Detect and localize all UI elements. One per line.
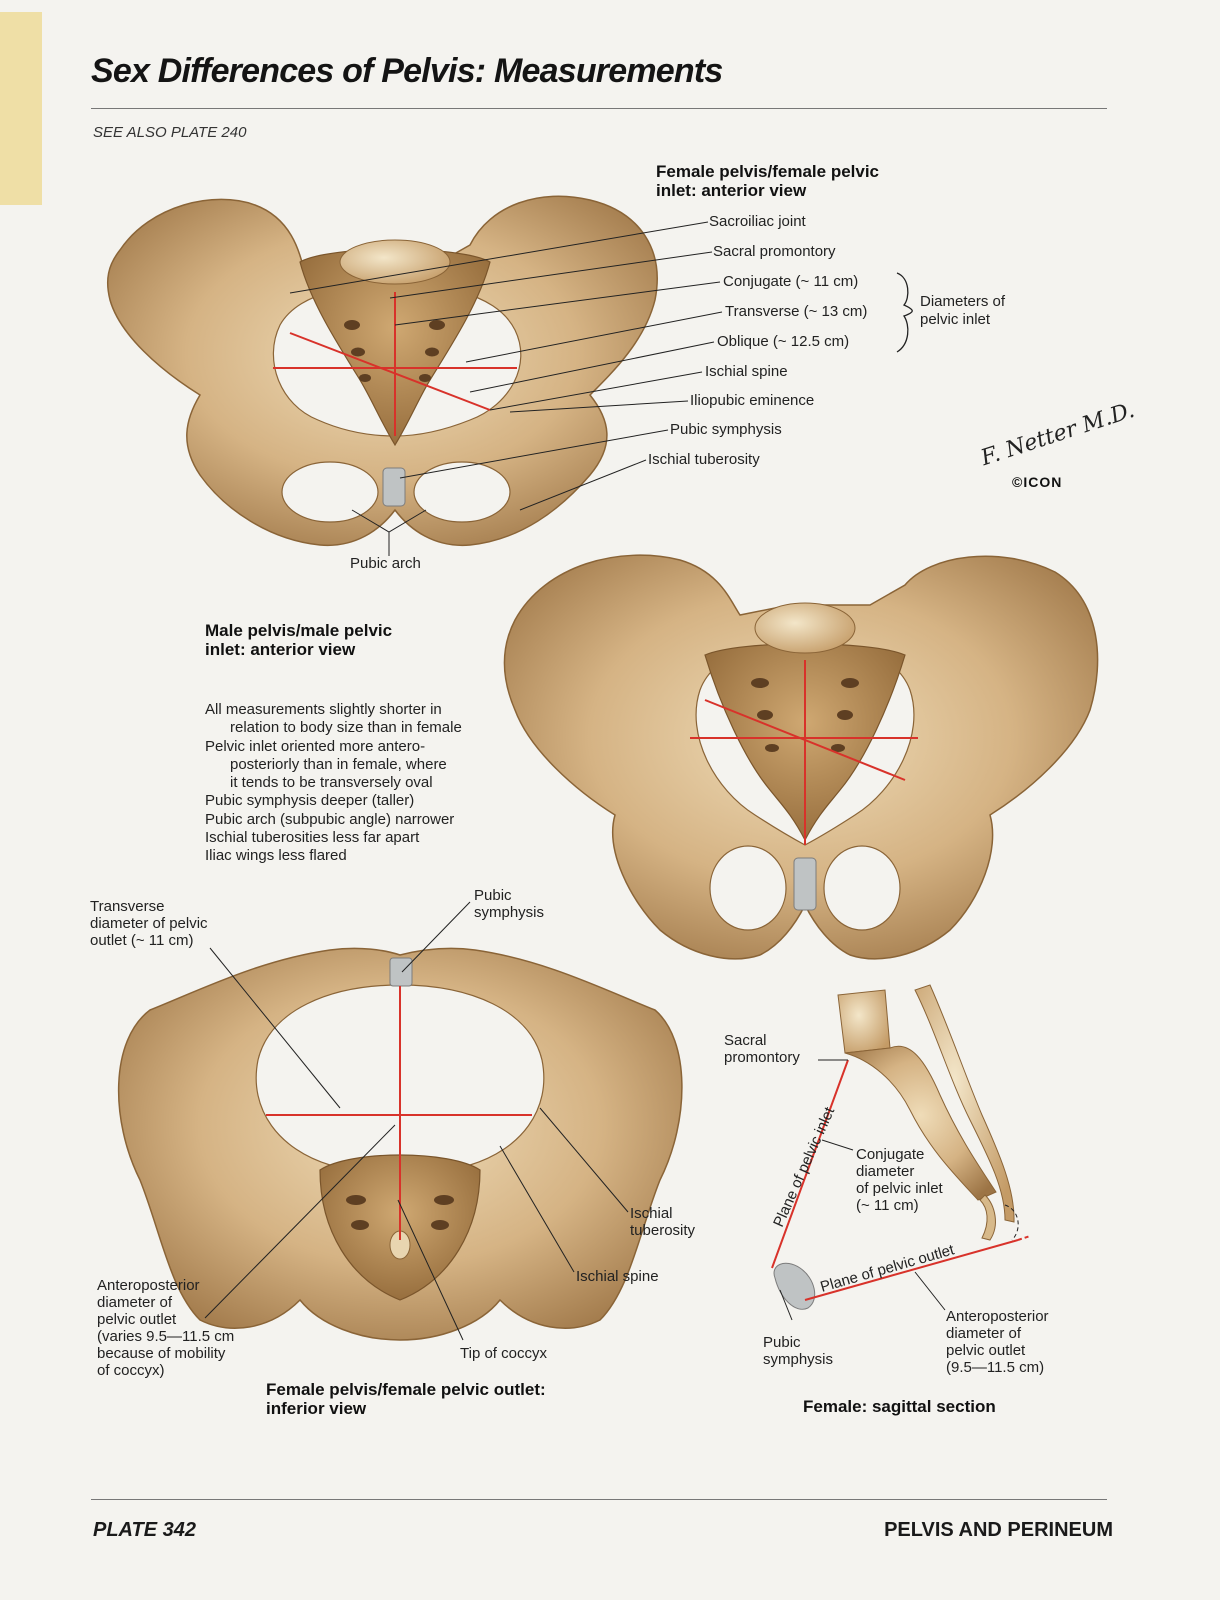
sagittal-section — [771, 984, 1031, 1310]
note-line: Pubic arch (subpubic angle) narrower — [205, 810, 455, 828]
label-conjugate: Conjugate (~ 11 cm) — [723, 273, 859, 290]
female-outlet-leader-lines — [204, 901, 629, 1341]
label-outlet-ischial-tuberosity: Ischial tuberosity — [630, 1205, 696, 1239]
plane-of-inlet-label: Plane of pelvic inlet — [770, 1104, 838, 1230]
label-outlet-ischial-spine: Ischial spine — [576, 1268, 659, 1285]
label-pubic-arch: Pubic arch — [350, 555, 421, 572]
chapter-tab — [0, 12, 42, 205]
label-iliopubic-eminence: Iliopubic eminence — [690, 392, 815, 409]
label-oblique: Oblique (~ 12.5 cm) — [717, 333, 850, 350]
female-outlet-caption: Female pelvis/female pelvic outlet: infe… — [266, 1380, 546, 1418]
female-inlet-leader-lines — [289, 221, 723, 556]
diameter-bracket — [896, 272, 913, 353]
note-line: relation to body size than in female — [230, 719, 462, 737]
label-ischial-tuberosity: Ischial tuberosity — [648, 451, 760, 468]
male-inlet-caption: Male pelvis/male pelvic inlet: anterior … — [205, 621, 393, 659]
label-sacral-promontory: Sacral promontory — [713, 243, 836, 260]
plate-number: PLATE 342 — [93, 1519, 196, 1541]
note-line: it tends to be transversely oval — [230, 774, 433, 792]
label-sagittal-conjugate: Conjugate diameter of pelvic inlet (~ 11… — [856, 1146, 943, 1214]
note-line: Pubic symphysis deeper (taller) — [205, 792, 415, 810]
label-sagittal-anteroposterior: Anteroposterior diameter of pelvic outle… — [946, 1308, 1049, 1376]
footer-rule — [91, 1499, 1107, 1500]
note-line: All measurements slightly shorter in — [205, 701, 442, 718]
note-line: Ischial tuberosities less far apart — [205, 829, 420, 847]
label-transverse: Transverse (~ 13 cm) — [725, 303, 868, 320]
sagittal-leader-lines — [779, 1059, 946, 1321]
label-outlet-transverse: Transverse diameter of pelvic outlet (~ … — [90, 898, 208, 949]
label-sacroiliac-joint: Sacroiliac joint — [709, 213, 806, 230]
label-sagittal-sacral-promontory: Sacral promontory — [724, 1032, 800, 1066]
label-ischial-spine: Ischial spine — [705, 363, 788, 380]
male-differences-notes: All measurements slightly shorter in rel… — [205, 701, 462, 866]
icon-logo: ©ICON — [1012, 474, 1063, 490]
male-pelvis-anterior — [503, 554, 1099, 960]
female-pelvis-anterior — [107, 195, 658, 547]
note-line: Pelvic inlet oriented more antero- — [205, 737, 426, 755]
note-line: posteriorly than in female, where — [230, 755, 447, 773]
plane-of-outlet-label: Plane of pelvic outlet — [818, 1241, 957, 1296]
note-line: Iliac wings less flared — [205, 847, 347, 865]
female-inlet-caption: Female pelvis/female pelvic inlet: anter… — [656, 162, 880, 200]
page-title: Sex Differences of Pelvis: Measurements — [91, 52, 723, 90]
bracket-label: Diameters of pelvic inlet — [920, 293, 1006, 328]
title-rule — [91, 108, 1107, 109]
label-outlet-pubic-symphysis: Pubic symphysis — [474, 887, 545, 921]
label-outlet-anteroposterior: Anteroposterior diameter of pelvic outle… — [97, 1277, 235, 1379]
label-sagittal-pubic-symphysis: Pubic symphysis — [763, 1334, 834, 1368]
female-pelvis-inferior — [117, 947, 683, 1341]
sagittal-caption: Female: sagittal section — [803, 1397, 996, 1416]
label-tip-of-coccyx: Tip of coccyx — [460, 1345, 547, 1362]
label-pubic-symphysis: Pubic symphysis — [670, 421, 782, 438]
section-name: PELVIS AND PERINEUM — [884, 1519, 1113, 1541]
see-also-note: SEE ALSO PLATE 240 — [93, 124, 247, 141]
